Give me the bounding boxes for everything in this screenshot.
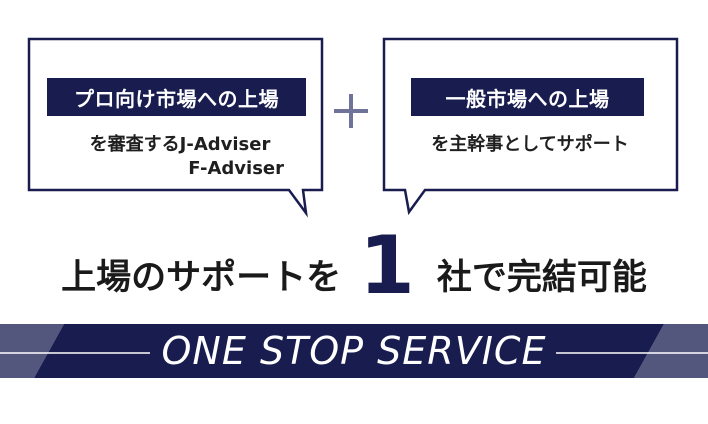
left-box-line1: を審査するJ-Adviser: [89, 134, 271, 155]
left-speech-bubble: [27, 37, 324, 218]
left-box-tag: プロ向け市場への上場: [47, 78, 306, 116]
left-box-line2: F-Adviser: [188, 158, 284, 179]
right-box-line1: を主幹事としてサポート: [431, 134, 629, 155]
banner-main-band: [34, 324, 664, 378]
headline: 上場のサポートを 1 社で完結可能: [0, 226, 708, 306]
banner-left-stripe: [0, 324, 64, 378]
right-speech-bubble: [382, 37, 679, 216]
right-box-tag: 一般市場への上場: [411, 78, 644, 116]
plus-icon: [334, 94, 368, 128]
headline-number: 1: [359, 219, 415, 312]
headline-after: 社で完結可能: [436, 258, 647, 298]
banner-background: [0, 324, 708, 378]
headline-before: 上場のサポートを: [61, 258, 342, 298]
banner-right-stripe: [634, 324, 708, 378]
banner-text: ONE STOP SERVICE: [161, 329, 547, 373]
